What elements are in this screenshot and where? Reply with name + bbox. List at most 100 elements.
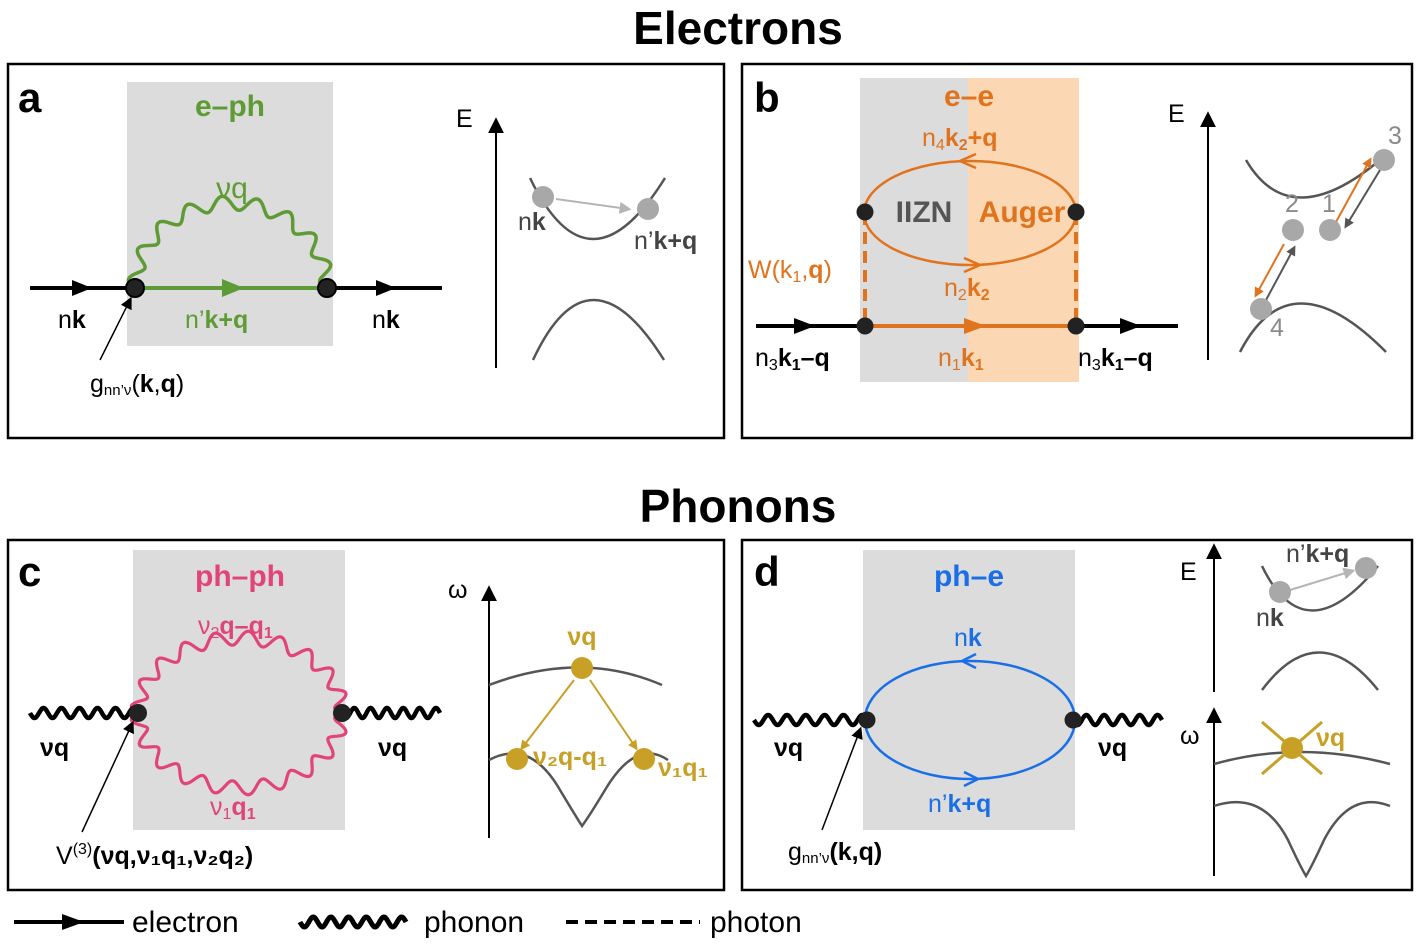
panel-d-omega-axis-label: ω (1180, 722, 1200, 750)
panel-a-state-nk (532, 186, 554, 208)
panel-d-title: ph–e (934, 560, 1004, 593)
panel-b: b e–e IIZN Auger n4k2+q n2k2 W(k1,q) n3k… (740, 62, 1414, 440)
panel-b-state-3-label: 3 (1388, 122, 1402, 150)
panel-a-vertex-pointer (99, 296, 132, 361)
panel-b-valence-band (1238, 302, 1387, 353)
panel-a-in-label: nk (58, 306, 86, 334)
panel-b-arrow-4-to-2 (1265, 245, 1296, 301)
panel-c-interaction-box (133, 550, 345, 830)
panel-d-top-label: nk (954, 624, 982, 652)
panel-a-arrow-out (376, 280, 396, 296)
panel-b-state-2-label: 2 (1285, 190, 1299, 218)
panel-c-letter: c (18, 548, 41, 595)
panel-d-acoustic-branch (1213, 800, 1391, 879)
panel-c-frame (6, 538, 726, 892)
panel-c-phonon-dot-right (633, 748, 655, 770)
panel-c-phonon-upper (129, 629, 348, 715)
panel-a-transition-arrow (555, 198, 632, 214)
panel-b-arrow-3-to-1 (1344, 169, 1381, 229)
panel-a-internal-label: n’k+q (185, 306, 248, 334)
panel-d-letter: d (754, 548, 780, 595)
panel-a-vertex-left (125, 278, 145, 298)
panel-b-auger-label: Auger (979, 196, 1066, 229)
panel-d-energy-axis-label: E (1180, 558, 1197, 586)
panel-b-state-1 (1319, 219, 1341, 241)
legend-photon-label: photon (710, 906, 802, 939)
panel-b-conduction-band (1244, 159, 1381, 199)
panel-b-top-label: n4k2+q (922, 124, 998, 154)
panel-c-in-label: νq (40, 734, 69, 762)
panel-c-dot-left-label: ν₂q-q₁ (533, 743, 607, 771)
panel-c-phonon-out (339, 705, 443, 721)
panel-a-state2-label: n’k+q (634, 227, 697, 255)
panel-b-state-4 (1250, 298, 1272, 320)
panel-b-iizn-box (860, 78, 968, 382)
panel-c-vertex-label: V(3)(νq,ν₁q₁,ν₂q₂) (56, 841, 253, 870)
panel-c-phonon-lower (129, 711, 348, 797)
panel-d-bottom-label: n’k+q (928, 790, 991, 818)
panel-b-iizn-label: IIZN (896, 196, 953, 229)
panel-b-state-3 (1373, 149, 1395, 171)
panel-b-vertex-top-right (1067, 203, 1085, 221)
panel-d-loop-arrow-top (959, 652, 977, 670)
panel-d-frame (740, 538, 1414, 892)
panel-a-phonon-label: νq (216, 172, 248, 205)
panel-b-vertex-bottom-right (1067, 317, 1085, 335)
panel-a: a e–ph νq nk n’k+q nk gnn’ν(k,q) E nk n’… (6, 62, 726, 440)
panel-c-phonon-in (27, 705, 141, 721)
panel-d-vertex-pointer (821, 726, 863, 831)
panel-d-state-nkq (1355, 557, 1377, 579)
panel-d-in-label: νq (774, 734, 803, 762)
legend-electron-label: electron (132, 906, 239, 939)
panel-b-mid-label: n2k2 (944, 274, 990, 304)
legend-phonon-label: phonon (424, 906, 524, 939)
panel-d-cross-line-2 (1261, 720, 1323, 776)
panel-a-valence-band (531, 298, 666, 361)
panel-d-valence-band (1260, 651, 1379, 691)
panel-d-transition-arrow (1289, 567, 1356, 591)
panel-a-out-label: nk (372, 306, 400, 334)
legend: electron phonon photon (14, 906, 802, 939)
panel-b-arrow-out (1120, 318, 1141, 334)
panel-d: d ph–e nk n’k+q νq νq gnn’ν(k,q) E nk n’… (740, 538, 1414, 892)
panel-a-axis-label: E (456, 105, 473, 133)
legend-electron-arrow (62, 914, 84, 930)
panel-a-arrow-internal (222, 279, 244, 297)
panel-c-phonon-dot-left (506, 748, 528, 770)
panel-c-lower-branch (488, 752, 669, 829)
panel-c-decay-arrow-left (520, 679, 575, 751)
panel-b-right-external-label: n3k1–q (1078, 344, 1153, 374)
panel-c: c ph–ph ν2q–q1 ν1q1 νq νq V(3)(νq,ν₁q₁,ν… (6, 538, 726, 892)
panel-b-state-2 (1282, 219, 1304, 241)
legend-phonon-line (297, 914, 409, 930)
panel-d-phonon-dot-label: νq (1316, 724, 1345, 752)
panel-b-axis-label: E (1168, 100, 1185, 128)
panel-c-vertex-left (129, 704, 147, 722)
panel-b-loop-arrow-bottom (963, 256, 984, 274)
panel-c-axis-label: ω (448, 576, 468, 604)
panel-a-interaction-box (127, 82, 333, 346)
panel-a-arrow-in (72, 280, 92, 296)
panel-d-state-nk (1269, 581, 1291, 603)
section-title-phonons: Phonons (640, 480, 837, 532)
panel-b-frame (740, 62, 1414, 440)
panel-b-arrow-internal (964, 318, 986, 334)
panel-c-bottom-label: ν1q1 (210, 793, 256, 823)
panel-b-arrow-in (794, 318, 815, 334)
panel-c-phonon-dot-top (571, 657, 593, 679)
panel-b-internal-label: n1k1 (938, 344, 984, 374)
panel-d-vertex-right (1064, 711, 1082, 729)
panel-c-dot-right-label: ν₁q₁ (658, 754, 708, 782)
panel-b-letter: b (754, 74, 780, 121)
panel-c-title: ph–ph (195, 560, 285, 593)
panel-c-decay-arrow-right (589, 679, 638, 751)
panel-a-phonon-line (126, 194, 333, 290)
panel-a-vertex-right (317, 278, 337, 298)
panel-d-loop-arrow-bottom (963, 770, 981, 788)
panel-d-state2-label: n’k+q (1286, 540, 1349, 568)
panel-a-state1-label: nk (518, 208, 546, 236)
panel-c-vertex-right (333, 704, 351, 722)
panel-a-letter: a (18, 74, 42, 121)
panel-b-w-label: W(k1,q) (748, 256, 832, 286)
